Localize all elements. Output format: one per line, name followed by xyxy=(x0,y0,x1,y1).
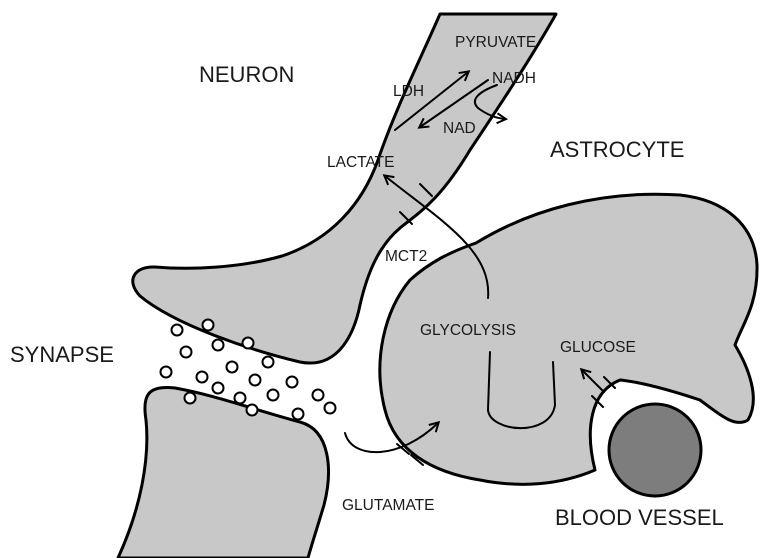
vesicle xyxy=(268,390,279,401)
blood-vessel-shape xyxy=(609,404,701,496)
vesicle xyxy=(197,372,208,383)
neuron-label: NEURON xyxy=(199,62,294,87)
vesicle xyxy=(213,340,224,351)
vesicle xyxy=(213,383,224,394)
vesicle xyxy=(293,409,304,420)
mct2-label: MCT2 xyxy=(385,248,427,265)
vesicle xyxy=(161,367,172,378)
vesicle xyxy=(181,347,192,358)
vesicle xyxy=(287,377,298,388)
glutamate-label: GLUTAMATE xyxy=(342,497,434,514)
vesicle xyxy=(235,393,246,404)
vesicle xyxy=(203,320,214,331)
nadh-label: NADH xyxy=(492,70,536,87)
vesicle xyxy=(313,390,324,401)
glycolysis-label: GLYCOLYSIS xyxy=(420,322,516,339)
ldh-label: LDH xyxy=(393,83,424,100)
vesicle xyxy=(227,362,238,373)
lactate-label: LACTATE xyxy=(327,154,394,171)
vesicle xyxy=(247,405,258,416)
vesicle xyxy=(325,403,336,414)
nad-label: NAD xyxy=(443,120,476,137)
vesicle xyxy=(172,325,183,336)
pyruvate-label: PYRUVATE xyxy=(455,34,536,51)
astrocyte-label: ASTROCYTE xyxy=(550,137,684,162)
vesicle xyxy=(250,375,261,386)
vesicle xyxy=(263,357,274,368)
vesicle xyxy=(185,393,196,404)
synapse-label: SYNAPSE xyxy=(10,342,114,367)
blood-vessel-label: BLOOD VESSEL xyxy=(555,505,724,530)
glucose-label: GLUCOSE xyxy=(560,339,636,356)
vesicle xyxy=(243,338,254,349)
